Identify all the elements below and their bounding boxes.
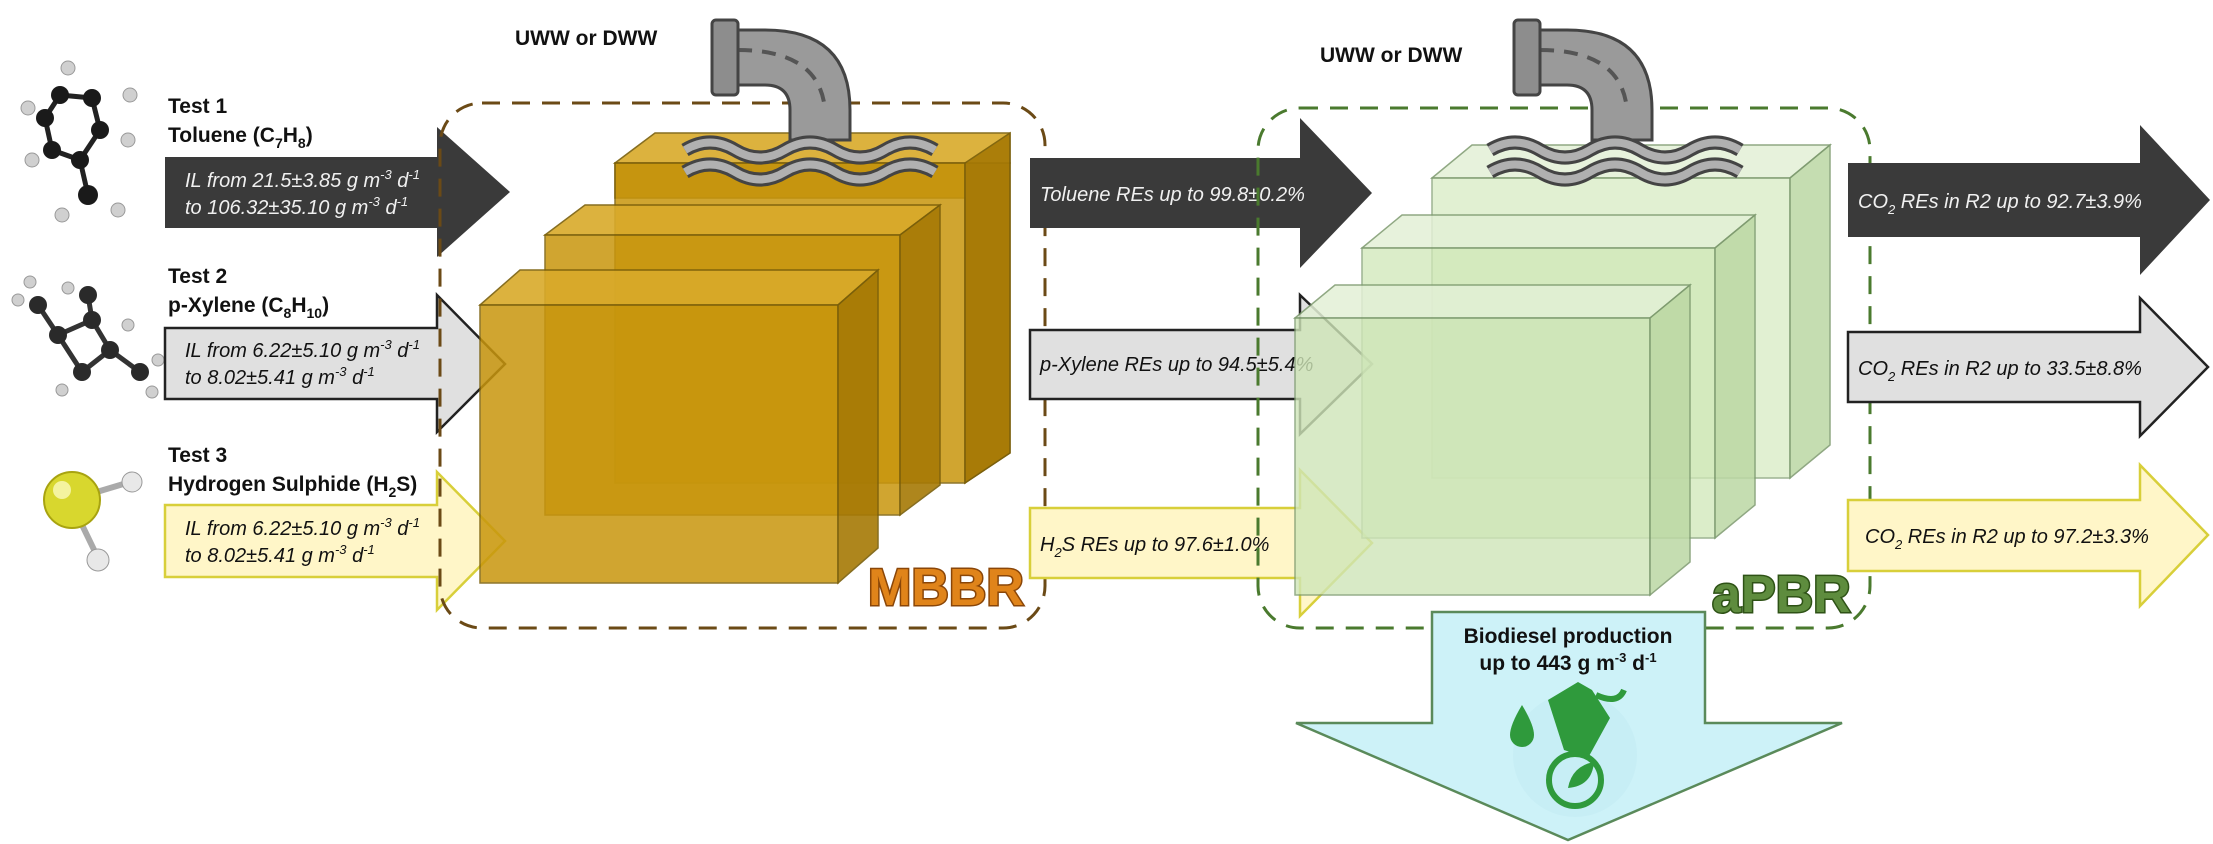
co2-output-arrow-3 xyxy=(1846,461,2210,610)
mbbr-label: MBBR xyxy=(868,559,1024,617)
test1-compound: Toluene (C7H8) xyxy=(168,124,313,151)
toluene-molecule-icon xyxy=(20,60,138,223)
co2-output-arrow-2 xyxy=(1846,294,2210,440)
co2-output-text-1: CO2 REs in R2 up to 92.7±3.9% xyxy=(1858,191,2142,217)
test3-title: Test 3 xyxy=(168,444,227,467)
co2-output-text-3: CO2 REs in R2 up to 97.2±3.3% xyxy=(1865,526,2149,552)
test1-title: Test 1 xyxy=(168,95,227,118)
xylene-re-text: p-Xylene REs up to 94.5±5.4% xyxy=(1039,354,1313,376)
test2-input-arrow xyxy=(163,291,507,436)
toluene-re-arrow xyxy=(1030,118,1372,268)
test2-il-line2: to 8.02±5.41 g m-3 d-1 xyxy=(185,364,375,389)
test2-compound: p-Xylene (C8H10) xyxy=(168,294,329,321)
test1-input-arrow xyxy=(165,127,510,257)
test3-compound: Hydrogen Sulphide (H2S) xyxy=(168,473,417,500)
toluene-re-text: Toluene REs up to 99.8±0.2% xyxy=(1040,184,1305,206)
pipe-label-1: UWW or DWW xyxy=(515,27,657,50)
xylene-molecule-icon xyxy=(11,275,165,399)
pipe-2-icon xyxy=(1486,18,1744,187)
apbr-blocks xyxy=(1292,143,1833,597)
test2-il-line1: IL from 6.22±5.10 g m-3 d-1 xyxy=(185,337,420,362)
test3-input-arrow xyxy=(163,468,507,614)
test3-il-line1: IL from 6.22±5.10 g m-3 d-1 xyxy=(185,515,420,540)
co2-output-text-2: CO2 REs in R2 up to 33.5±8.8% xyxy=(1858,358,2142,384)
mbbr-blocks xyxy=(478,131,1011,585)
co2-output-arrow-1 xyxy=(1848,125,2210,275)
test1-il-line1: IL from 21.5±3.85 g m-3 d-1 xyxy=(185,167,420,192)
fuel-nozzle-leaf-icon xyxy=(1510,682,1637,817)
test2-title: Test 2 xyxy=(168,265,227,288)
mbbr-boundary xyxy=(438,101,1047,630)
pipe-1-icon xyxy=(681,18,939,187)
h2s-molecule-icon xyxy=(43,471,143,572)
biodiesel-line2: up to 443 g m-3 d-1 xyxy=(1479,650,1656,675)
pipe-label-2: UWW or DWW xyxy=(1320,44,1462,67)
test1-il-line2: to 106.32±35.10 g m-3 d-1 xyxy=(185,194,408,219)
apbr-label: aPBR xyxy=(1712,566,1851,624)
biodiesel-line1: Biodiesel production xyxy=(1464,625,1673,648)
h2s-re-text: H2S REs up to 97.6±1.0% xyxy=(1040,534,1269,560)
test3-il-line2: to 8.02±5.41 g m-3 d-1 xyxy=(185,542,375,567)
